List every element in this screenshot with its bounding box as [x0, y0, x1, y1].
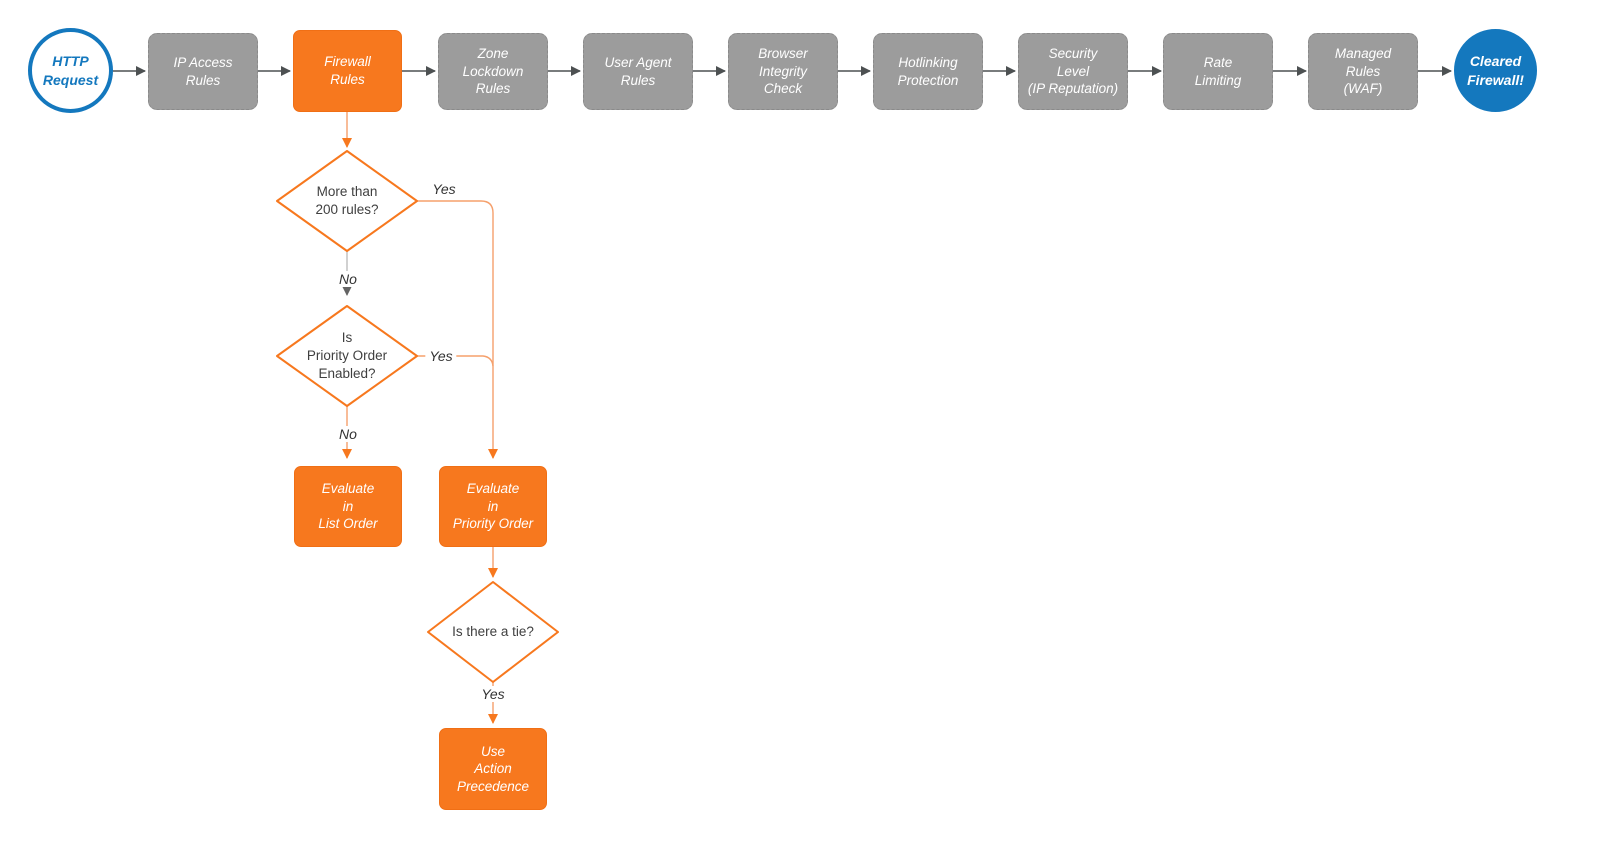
- node-use-action-precedence: Use Action Precedence: [439, 728, 547, 810]
- edge-label-decision2-yes: Yes: [425, 348, 457, 364]
- node-firewall-rules: Firewall Rules: [293, 30, 402, 112]
- decision-is-there-a-tie-label: Is there a tie?: [452, 623, 534, 639]
- edge-label-decision3-yes: Yes: [477, 686, 509, 702]
- node-http-request: HTTP Request: [28, 28, 113, 113]
- node-evaluate-in-priority-order: Evaluate in Priority Order: [439, 466, 547, 547]
- node-browser-integrity-check: Browser Integrity Check: [728, 33, 838, 110]
- node-hotlinking-protection: Hotlinking Protection: [873, 33, 983, 110]
- node-security-level-ip-reputation: Security Level (IP Reputation): [1018, 33, 1128, 110]
- decision-more-than-200-rules-shape: [276, 150, 418, 252]
- node-cleared-firewall: Cleared Firewall!: [1454, 29, 1537, 112]
- node-rate-limiting: Rate Limiting: [1163, 33, 1273, 110]
- node-zone-lockdown-rules: Zone Lockdown Rules: [438, 33, 548, 110]
- decision-priority-order-enabled-label: Is Priority Order Enabled?: [306, 329, 388, 382]
- decision-more-than-200-rules-label: More than 200 rules?: [315, 183, 379, 217]
- edge-label-decision2-no: No: [335, 426, 361, 442]
- edge-label-decision1-no: No: [335, 271, 361, 287]
- decision-priority-order-enabled-shape: [276, 305, 418, 407]
- connector-decision2-yes: [417, 355, 494, 367]
- edge-label-decision1-yes: Yes: [428, 181, 460, 197]
- decision-is-there-a-tie-shape: [427, 581, 559, 683]
- node-managed-rules-waf: Managed Rules (WAF): [1308, 33, 1418, 110]
- node-evaluate-in-list-order: Evaluate in List Order: [294, 466, 402, 547]
- connector-decision1-yes: [417, 200, 498, 459]
- node-ip-access-rules: IP Access Rules: [148, 33, 258, 110]
- node-user-agent-rules: User Agent Rules: [583, 33, 693, 110]
